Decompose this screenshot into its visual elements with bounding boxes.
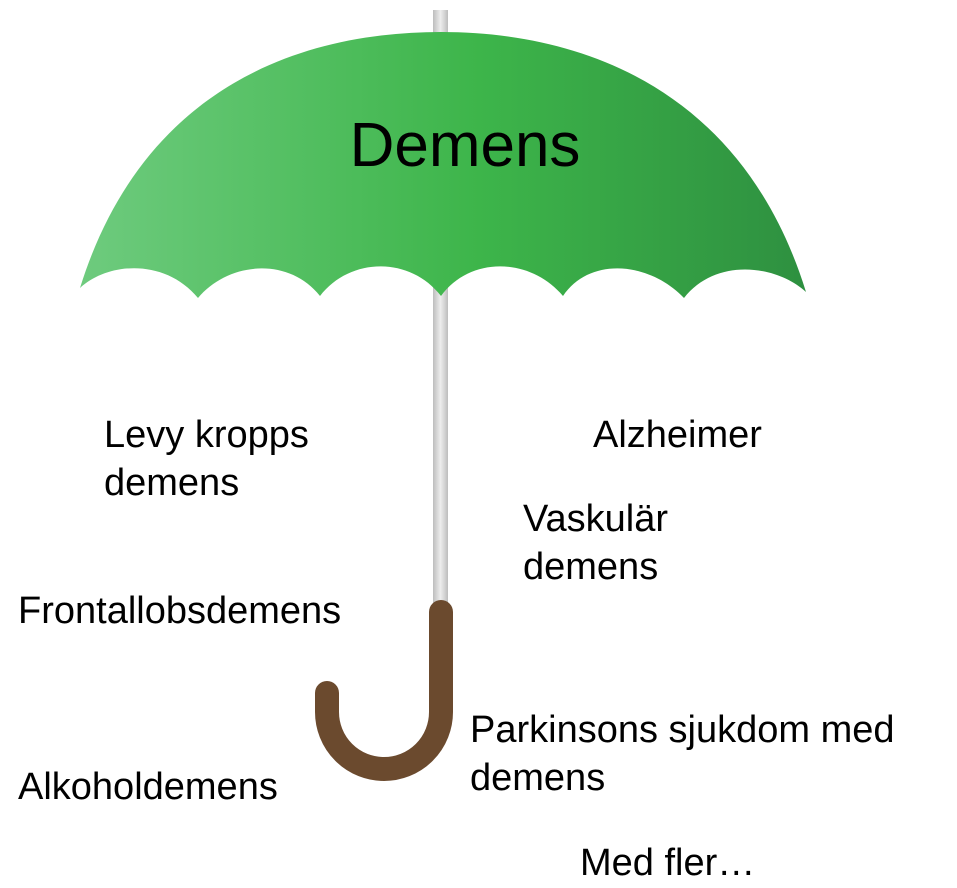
type-alcohol: Alkoholdemens [18,764,278,812]
type-parkinson-line1: Parkinsons sjukdom med [470,707,895,755]
type-parkinson-line2: demens [470,755,895,803]
umbrella-handle [327,612,441,769]
type-lewy-body-line2: demens [104,460,309,508]
type-vascular: Vaskulär demens [523,496,668,591]
type-vascular-line1: Vaskulär [523,496,668,544]
type-lewy-body-line1: Levy kropps [104,412,309,460]
type-vascular-line2: demens [523,544,668,592]
type-parkinson: Parkinsons sjukdom med demens [470,707,895,802]
type-lewy-body: Levy kropps demens [104,412,309,507]
umbrella-title: Demens [265,115,665,177]
type-alzheimer: Alzheimer [593,412,762,460]
type-frontal: Frontallobsdemens [18,588,341,636]
type-more: Med fler… [580,840,755,888]
